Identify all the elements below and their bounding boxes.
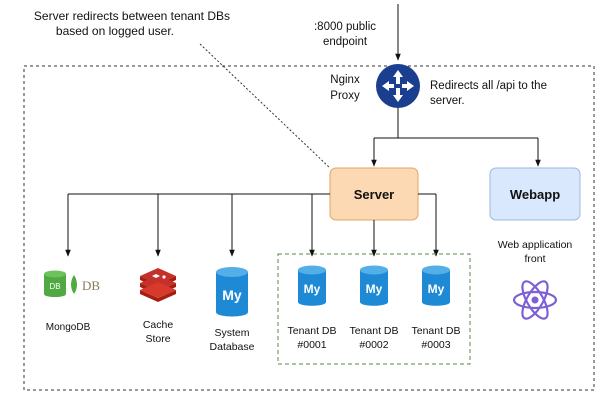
mysql-icon: My <box>216 267 248 317</box>
mysql-icon: My <box>298 265 326 306</box>
annotation-leader <box>199 43 331 169</box>
mongodb-label-text: MongoDB <box>45 322 91 333</box>
mysql-icon: My <box>360 265 388 306</box>
mysql-icon: My <box>422 265 450 306</box>
annotation-note: Server redirects between tenant DBs base… <box>6 9 230 39</box>
mysql-icon-text: My <box>428 282 445 296</box>
system-boundary <box>23 65 595 391</box>
server-label: Server <box>354 187 394 202</box>
webapp-caption-line-1: Web application <box>497 239 573 251</box>
router-icon <box>376 64 420 108</box>
system-database-label: System Database <box>194 326 270 354</box>
system-db-line-2: Database <box>209 341 255 353</box>
nginx-line-1: Nginx <box>330 74 360 86</box>
tenant-3-line-1: Tenant DB <box>411 325 461 337</box>
mongodb-label: MongoDB <box>30 321 106 335</box>
tenant-2-line-1: Tenant DB <box>349 325 399 337</box>
cache-store-label: Cache Store <box>123 318 193 346</box>
mongodb-icon: DB DB <box>44 270 100 297</box>
tenant-db-1-label: Tenant DB #0001 <box>277 324 347 352</box>
nginx-proxy-label: Nginx Proxy <box>322 72 368 104</box>
redis-icon <box>140 268 176 302</box>
tenant-3-line-2: #0003 <box>421 339 451 351</box>
webapp-caption-line-2: front <box>524 253 546 265</box>
public-endpoint-line-2: endpoint <box>322 36 368 48</box>
mysql-icon-text: My <box>366 282 383 296</box>
mongodb-logo-text: DB <box>49 282 60 291</box>
system-db-line-1: System <box>214 327 250 339</box>
redirect-note: Redirects all /api to the server. <box>430 79 590 109</box>
router-circle <box>376 64 420 108</box>
tenant-db-3-label: Tenant DB #0003 <box>401 324 471 352</box>
webapp-label: Webapp <box>510 187 560 202</box>
redirect-line-1: Redirects all /api to the <box>430 80 547 92</box>
cache-line-1: Cache <box>142 319 174 331</box>
mongodb-logo-text-2: DB <box>82 278 100 293</box>
tenant-1-line-2: #0001 <box>297 339 327 351</box>
public-endpoint-label: :8000 public endpoint <box>300 20 390 50</box>
webapp-box <box>489 167 581 221</box>
public-endpoint-line-1: :8000 public <box>313 21 377 33</box>
webapp-caption: Web application front <box>480 238 590 266</box>
mysql-icon-text: My <box>222 287 242 303</box>
react-atom-icon <box>512 280 558 320</box>
cache-line-2: Store <box>145 333 171 345</box>
tenant-1-line-1: Tenant DB <box>287 325 337 337</box>
annotation-line-1: Server redirects between tenant DBs <box>33 9 230 23</box>
tenant-db-group <box>277 253 471 365</box>
annotation-line-2: based on logged user. <box>55 24 174 38</box>
nginx-line-2: Proxy <box>330 90 360 102</box>
redirect-line-2: server. <box>430 95 465 107</box>
tenant-db-2-label: Tenant DB #0002 <box>339 324 409 352</box>
tenant-2-line-2: #0002 <box>359 339 389 351</box>
mysql-icon-text: My <box>304 282 321 296</box>
